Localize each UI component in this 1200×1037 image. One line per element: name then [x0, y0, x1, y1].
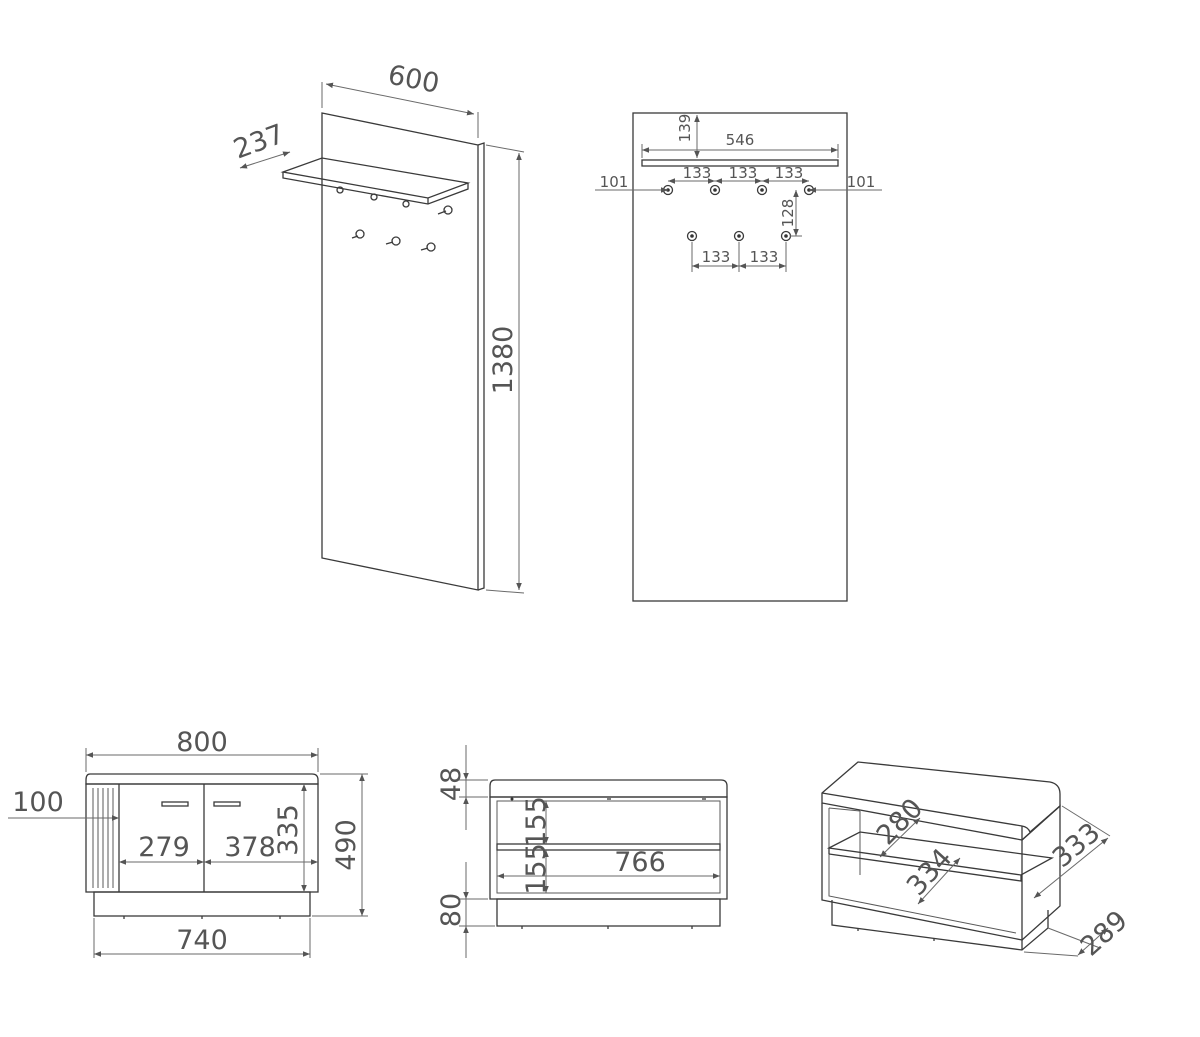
panel-front-shelf — [641, 159, 839, 167]
door-handle-right — [213, 801, 241, 807]
bench-open-cushion — [489, 779, 728, 798]
dim-shelf-width: 546 — [726, 131, 755, 149]
panel-front-view: 546 139 133 133 133 101 101 — [595, 112, 882, 602]
door-handle-left — [161, 801, 189, 807]
dim-door-height: 335 — [273, 804, 304, 856]
dim-margin-left: 101 — [600, 173, 629, 191]
hook-icon — [402, 200, 410, 208]
dim-height-right: 333 — [1047, 817, 1106, 874]
hook-icon — [686, 230, 698, 242]
dim-hook-spacing-3: 133 — [775, 164, 804, 182]
dim-base-width: 740 — [176, 925, 228, 956]
hook-icon — [709, 184, 721, 196]
bench-front-view: 800 740 100 279 378 335 490 — [8, 727, 368, 958]
dim-bench-width: 800 — [176, 727, 228, 758]
dim-hook-spacing-1: 133 — [683, 164, 712, 182]
hook-icon — [336, 186, 344, 194]
dim-shelf-depth: 280 — [871, 793, 929, 851]
front-hooks-upper — [662, 184, 815, 196]
dim-panel-width: 600 — [385, 60, 442, 100]
panel-shelf-top — [280, 157, 471, 199]
dim-door-right: 378 — [224, 832, 276, 863]
panel-front-board — [632, 112, 848, 602]
dim-panel-depth: 237 — [230, 119, 289, 166]
bench-open-view: 48 80 155 155 766 — [436, 745, 728, 958]
bench-open-plinth — [496, 898, 721, 927]
dim-plinth-height: 80 — [436, 893, 467, 927]
panel-board-edge — [477, 142, 485, 591]
hook-icon — [733, 230, 745, 242]
dim-panel-height: 1380 — [488, 326, 519, 395]
dim-shelf-offset: 139 — [676, 114, 694, 143]
front-hooks-lower — [686, 230, 792, 242]
panel-board-front — [321, 112, 479, 591]
dim-lower-spacing-1: 133 — [702, 248, 731, 266]
dim-margin-right: 101 — [847, 173, 876, 191]
bench-iso-front — [821, 803, 1023, 941]
bench-cushion — [85, 773, 319, 785]
bench-slats — [92, 784, 120, 892]
hook-icon — [443, 205, 453, 215]
dim-cushion-height: 48 — [436, 767, 467, 801]
dim-lower-spacing-2: 133 — [750, 248, 779, 266]
hook-icon — [355, 229, 365, 239]
bench-open-shelf — [496, 843, 721, 851]
hook-icon — [426, 242, 436, 252]
dim-bench-height: 490 — [331, 819, 362, 871]
bench-iso-plinth — [831, 900, 1049, 951]
hook-icon — [756, 184, 768, 196]
panel-hooks — [336, 186, 453, 252]
hook-icon — [370, 193, 378, 201]
dim-slat-width: 100 — [12, 787, 64, 818]
bench-plinth — [93, 891, 311, 917]
bench-iso-cushion — [821, 761, 1061, 841]
dim-compartment-top: 155 — [521, 796, 552, 848]
dim-hook-spacing-2: 133 — [729, 164, 758, 182]
dim-door-left: 279 — [138, 832, 190, 863]
panel-isometric-view: 600 237 1380 — [230, 60, 525, 594]
dim-depth: 289 — [1075, 905, 1134, 963]
dim-row-gap: 128 — [779, 199, 797, 228]
dim-inner-depth: 334 — [901, 843, 959, 902]
dim-inner-width: 766 — [614, 847, 666, 878]
bench-isometric-view: 280 334 333 289 — [821, 761, 1134, 963]
hook-icon — [391, 236, 401, 246]
bench-iso-side — [1021, 804, 1061, 941]
dim-compartment-bottom: 155 — [521, 843, 552, 895]
